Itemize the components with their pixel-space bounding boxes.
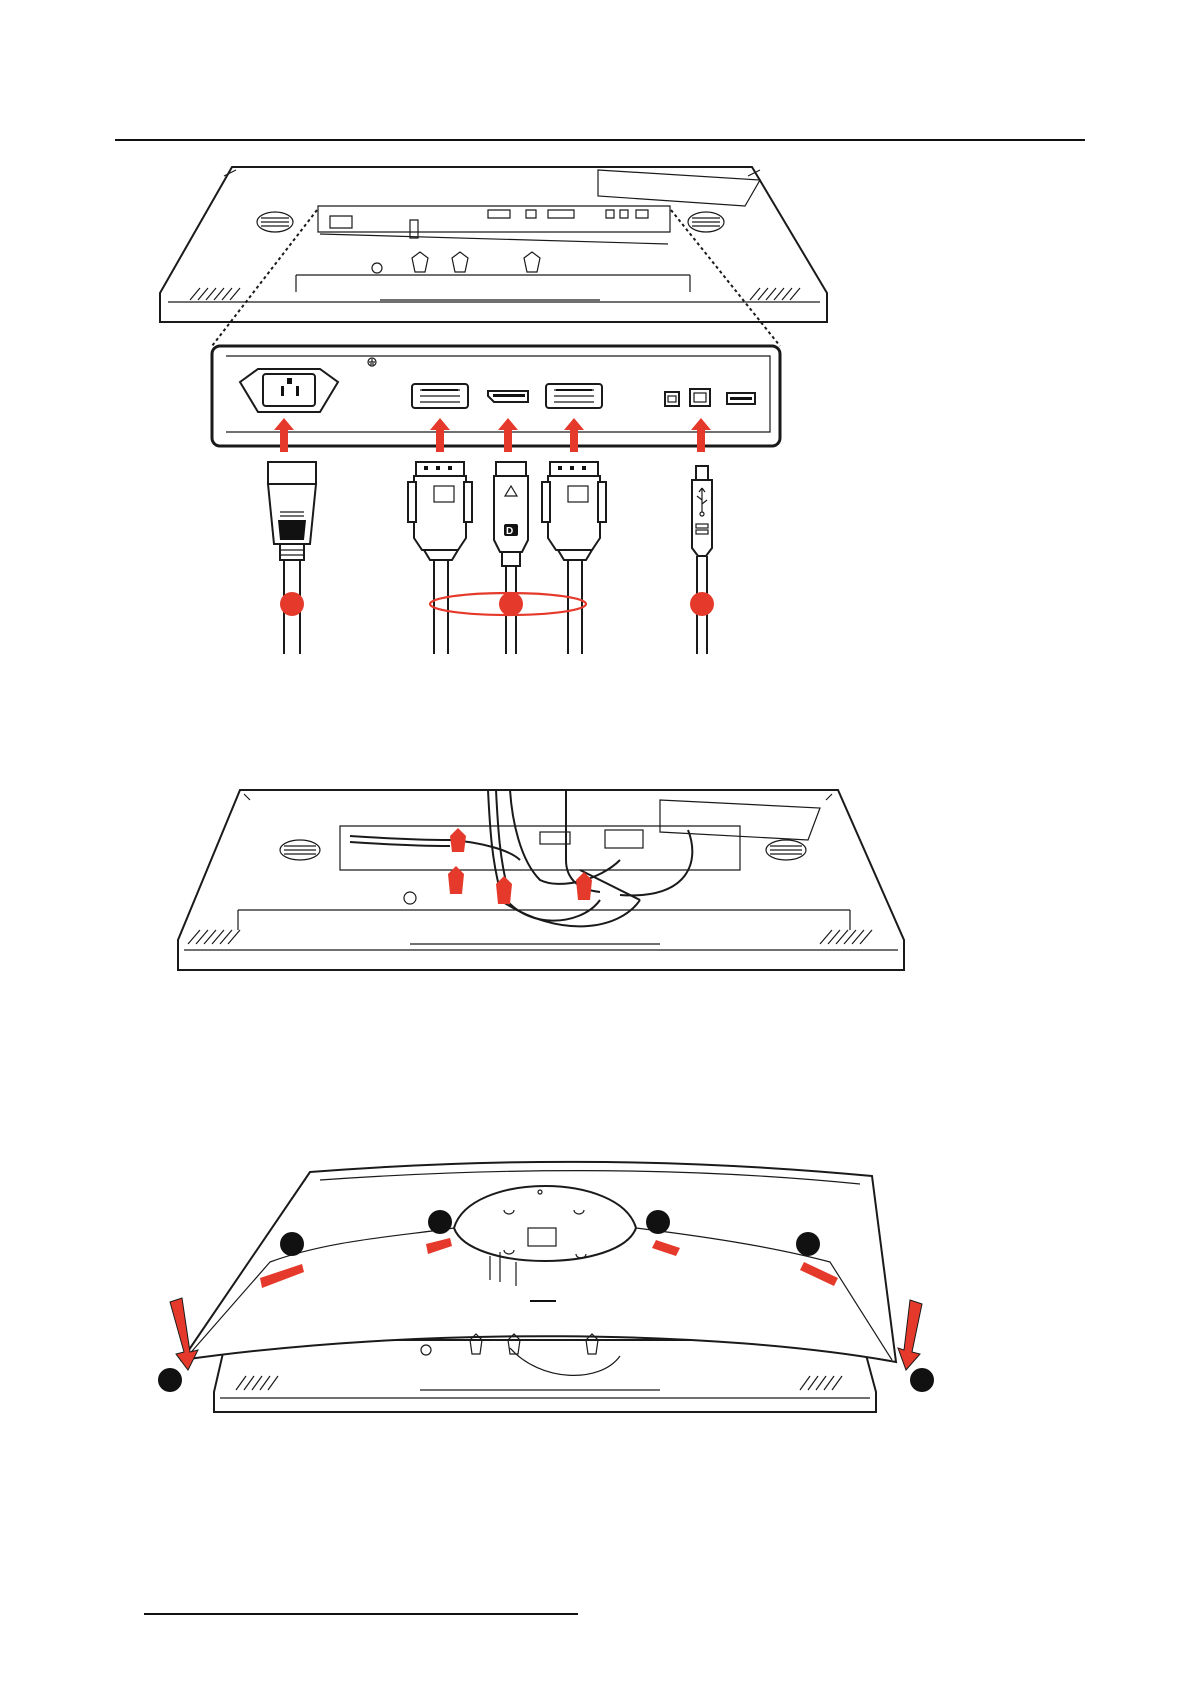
vent-left: [257, 212, 293, 232]
callout-f: [910, 1368, 934, 1392]
connector-panel-zoom: [212, 346, 780, 446]
power-cord-plug: [268, 462, 316, 654]
cable-clips: [372, 220, 540, 273]
callout-markers: [280, 592, 714, 616]
callout-1: [280, 592, 304, 616]
displayport-icon: D: [504, 524, 518, 537]
svg-text:D: D: [506, 526, 513, 537]
callout-b: [428, 1210, 452, 1234]
callout-d: [796, 1232, 820, 1256]
displayport-cable: D: [494, 462, 528, 654]
dvi-cable-2: [542, 462, 606, 654]
figure-rear-cover-attach: [0, 1150, 1190, 1410]
figure-cable-routing: [0, 780, 1190, 1020]
monitor-rear-cabled: [178, 790, 904, 970]
callout-e: [158, 1368, 182, 1392]
usb-cable: [692, 466, 712, 654]
monitor-with-cover: [182, 1162, 896, 1412]
footer-rule: [144, 1613, 578, 1615]
dvi-cable-1: [408, 462, 472, 654]
callout-a: [280, 1232, 304, 1256]
monitor-rear-view: [160, 167, 827, 322]
callout-c: [646, 1210, 670, 1234]
vent-right: [688, 212, 724, 232]
callout-2: [499, 592, 523, 616]
figure-rear-connector-panel: D: [0, 0, 1190, 660]
callout-3: [690, 592, 714, 616]
